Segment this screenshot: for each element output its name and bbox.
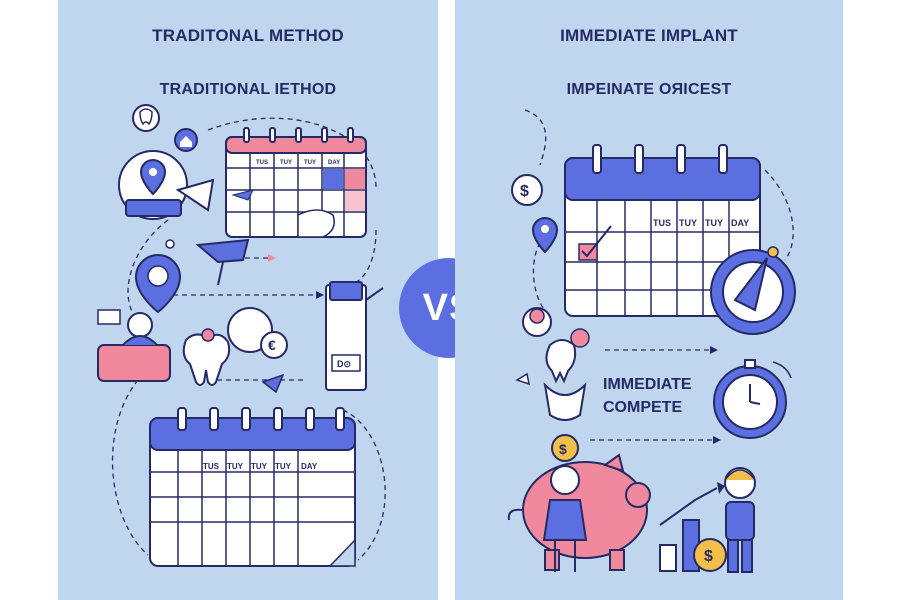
traditional-subtitle: TRADITIONAL IETHOD: [159, 81, 337, 98]
calendar-day-label: TUY: [280, 160, 292, 166]
calendar-day-label: TUY: [679, 218, 697, 228]
calendar-day-label: TUS: [203, 462, 220, 471]
map-pin-icon: [118, 150, 215, 220]
flow-line: [127, 219, 169, 321]
calendar-icon: TUS TUY TUY TUY DAY: [149, 407, 356, 567]
map-pin-icon: [531, 216, 559, 254]
svg-text:$: $: [704, 548, 713, 565]
immediate-complete-label: IMMEDIATE COMPETE: [603, 373, 692, 419]
bar-chart-icon: $: [659, 482, 727, 572]
flow-line: [337, 229, 377, 287]
svg-text:$: $: [520, 183, 529, 200]
immediate-label-line1: IMMEDIATE: [603, 376, 692, 393]
traditional-title: TRADITONAL METHOD: [152, 26, 344, 45]
flow-line: [524, 109, 547, 166]
dollar-coin-icon: $: [551, 434, 579, 462]
svg-text:$: $: [559, 441, 567, 457]
flow-line: [207, 117, 377, 191]
person-icon: [724, 467, 756, 573]
calendar-day-label: DAY: [731, 218, 749, 228]
dental-chair-icon: [165, 238, 250, 286]
dollar-coin-icon: $: [511, 174, 543, 206]
person-icon: [542, 465, 588, 572]
svg-text:€: €: [268, 337, 276, 353]
calendar-day-label: DAY: [301, 462, 318, 471]
euro-coin-icon: €: [227, 307, 288, 359]
immediate-subtitle: IMPEINATE OЯICEST: [566, 81, 732, 98]
calendar-day-label: TUY: [251, 462, 268, 471]
dentist-icon: [97, 309, 171, 382]
calendar-day-label: TUS: [256, 160, 268, 166]
immediate-illustration: $: [507, 109, 796, 573]
calendar-day-label: TUY: [705, 218, 723, 228]
calendar-icon: TUS TUY TUY DAY: [564, 144, 761, 317]
house-icon: [174, 128, 198, 152]
machine-screen-text: D⊙: [337, 359, 351, 369]
calendar-day-label: TUY: [304, 160, 316, 166]
traditional-illustration: TUS TUY TUY DAY: [97, 104, 386, 567]
stopwatch-icon: [713, 359, 792, 439]
immediate-title: IMMEDIATE IMPLANT: [560, 26, 738, 45]
calendar-day-label: TUY: [227, 462, 244, 471]
flow-line: [111, 379, 149, 556]
flow-line: [764, 169, 794, 261]
calendar-day-label: TUY: [275, 462, 292, 471]
arrow-icon: [261, 373, 285, 394]
checkmark-icon: [578, 225, 612, 261]
map-pin-icon: [134, 253, 182, 314]
flow-line: [342, 409, 386, 561]
calendar-day-label: TUS: [653, 218, 671, 228]
calendar-day-label: DAY: [328, 160, 340, 166]
traditional-panel: TRADITONAL METHOD TRADITIONAL IETHOD: [58, 0, 438, 600]
dental-xray-machine-icon: D⊙: [325, 281, 384, 391]
tooth-icon: [132, 104, 160, 132]
immediate-label-line2: COMPETE: [603, 399, 683, 416]
dental-drill-icon: [710, 246, 796, 335]
immediate-panel: IMMEDIATE IMPLANT IMPEINATE OЯICEST $: [455, 0, 843, 600]
tooth-implant-icon: [182, 328, 231, 386]
calendar-icon: TUS TUY TUY DAY: [225, 127, 367, 238]
patient-icon: [515, 307, 590, 421]
